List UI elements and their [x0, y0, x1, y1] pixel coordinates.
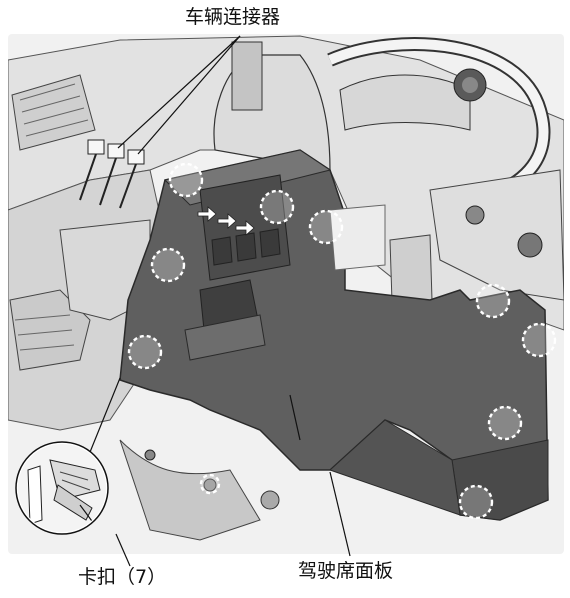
arrow-icon — [217, 213, 237, 229]
clip-marker — [259, 189, 295, 225]
clip-marker — [150, 247, 186, 283]
clip-markers — [127, 162, 557, 520]
clip-marker — [127, 334, 163, 370]
clip-marker — [475, 283, 511, 319]
connector-arrows — [197, 206, 255, 236]
clip-marker — [168, 162, 204, 198]
clip-detail-inset — [15, 441, 109, 535]
clip-marker — [458, 484, 494, 520]
driver-side-panel — [119, 149, 549, 521]
vehicle-interior-background — [8, 34, 564, 554]
driver-panel-label: 驾驶席面板 — [298, 560, 394, 582]
vehicle-connector-plugs — [79, 139, 145, 209]
clip-marker — [487, 405, 523, 441]
clip-marker — [308, 209, 344, 245]
arrow-icon — [235, 220, 255, 236]
clip-marker — [521, 322, 557, 358]
clip-marker — [199, 473, 221, 495]
arrow-icon — [197, 206, 217, 222]
leader-lines — [85, 35, 351, 567]
vehicle-connector-label: 车辆连接器 — [185, 6, 281, 28]
clip-label: 卡扣（7） — [78, 566, 167, 588]
